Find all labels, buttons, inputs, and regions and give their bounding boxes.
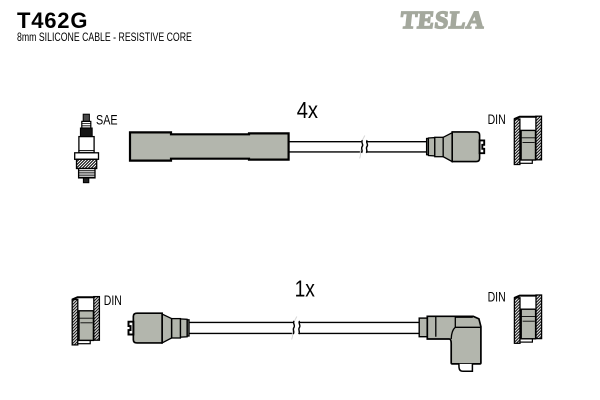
svg-text:4x: 4x — [297, 97, 319, 123]
svg-text:DIN: DIN — [488, 112, 506, 127]
svg-text:1x: 1x — [295, 276, 315, 302]
svg-text:DIN: DIN — [488, 290, 506, 305]
svg-text:DIN: DIN — [104, 293, 122, 308]
svg-text:SAE: SAE — [96, 112, 118, 127]
